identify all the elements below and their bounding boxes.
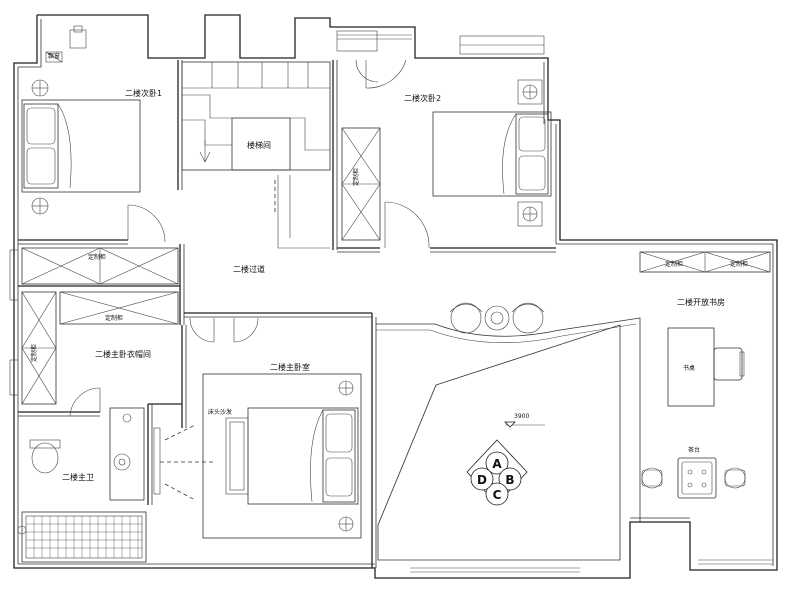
label-master-bedroom: 二楼主卧室 <box>270 362 310 372</box>
floor-drain-grid <box>26 516 142 558</box>
study-area <box>45 25 746 561</box>
bed-bedroom1 <box>21 79 141 215</box>
bed-bedroom2 <box>432 79 552 227</box>
label-master-bath: 二楼主卫 <box>62 472 94 482</box>
label-tea-table: 茶台 <box>688 446 700 454</box>
label-bedroom-2: 二楼次卧1 <box>125 88 162 98</box>
label-wardrobe-closet-side: 定制柜 <box>30 344 38 362</box>
label-master-closet: 二楼主卧衣帽间 <box>95 349 151 359</box>
interior-walls <box>18 60 690 568</box>
compass-label-a: A <box>492 457 502 471</box>
label-wardrobe-closet: 定制柜 <box>105 314 123 322</box>
compass-d <box>470 467 494 491</box>
compass-label-d: D <box>477 473 487 487</box>
staircase <box>181 61 331 249</box>
compass-a <box>485 451 509 475</box>
furniture-labels: 定制柜 定制柜 定制柜 定制柜 定制柜 定制柜 飘窗 床头沙发 书桌 茶台 39… <box>30 52 748 454</box>
compass-label-b: B <box>505 473 514 487</box>
doors <box>69 59 430 417</box>
dimension-label: 3900 <box>514 413 529 420</box>
label-bedroom-3: 二楼次卧2 <box>404 93 441 103</box>
label-wardrobe-corridor: 定制柜 <box>88 253 106 261</box>
compass-b <box>498 467 522 491</box>
compass-rose: A B C D <box>466 439 528 506</box>
compass-label-c: C <box>493 488 502 502</box>
label-wardrobe-study-2: 定制柜 <box>730 260 748 268</box>
label-desk: 书桌 <box>683 364 695 372</box>
label-stairwell: 楼梯间 <box>247 140 271 150</box>
label-window-seat: 飘窗 <box>48 52 60 60</box>
compass-c <box>485 482 509 506</box>
bathroom-fixtures <box>17 407 215 563</box>
room-labels: 二楼次卧1 二楼次卧2 楼梯间 二楼过道 二楼主卧衣帽间 二楼主卧室 二楼主卫 … <box>62 88 725 482</box>
label-corridor: 二楼过道 <box>233 264 265 274</box>
label-wardrobe-bedroom3: 定制柜 <box>352 168 360 186</box>
bed-master <box>202 373 362 539</box>
label-wardrobe-study-1: 定制柜 <box>665 260 683 268</box>
outer-walls <box>13 14 778 579</box>
windows <box>9 30 773 573</box>
wardrobes <box>21 127 771 405</box>
label-open-study: 二楼开放书房 <box>677 297 725 307</box>
label-bedside-sofa: 床头沙发 <box>208 408 232 416</box>
